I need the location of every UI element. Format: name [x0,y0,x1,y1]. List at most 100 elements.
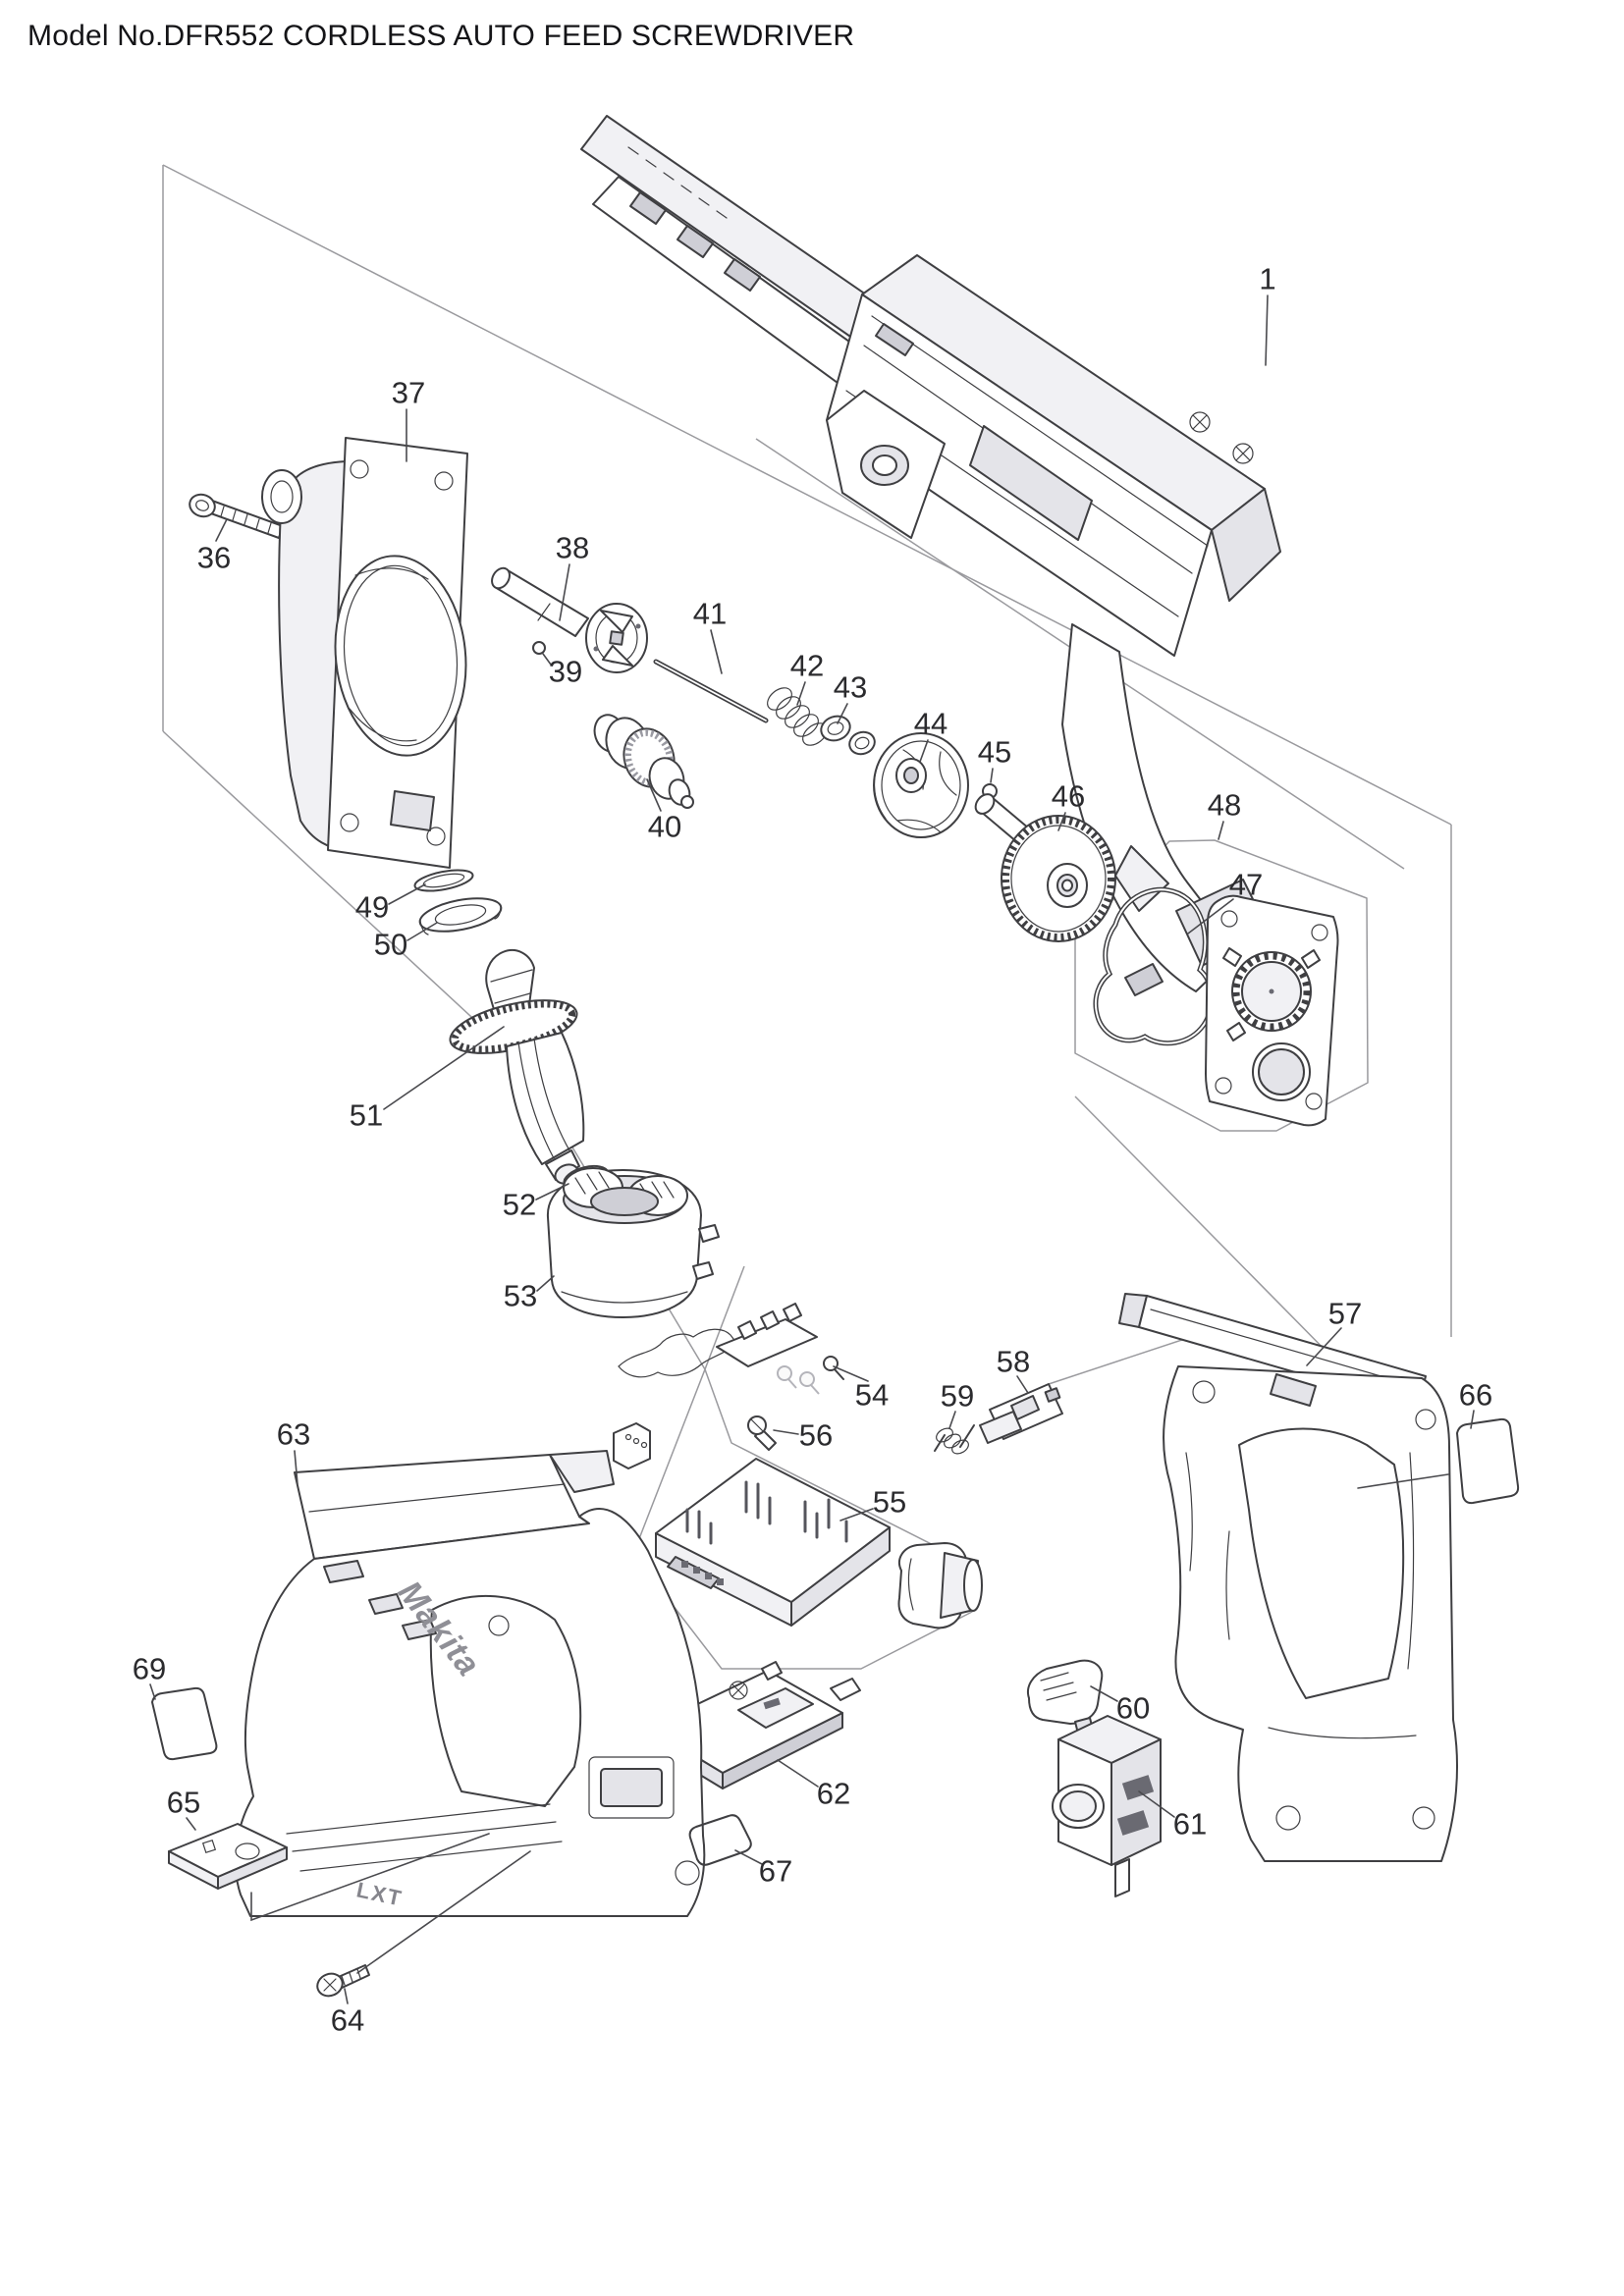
part-drawing-61-switch [1052,1715,1162,1897]
leader-line-53 [536,1275,555,1292]
part-drawing-51-armature [449,949,585,1185]
leader-line-59 [948,1411,956,1429]
leader-line-38 [559,563,570,621]
leader-line-66 [1470,1410,1475,1429]
part-drawing-43-washers [820,715,876,756]
leader-line-64 [356,1850,531,1974]
part-drawing-69-label [151,1686,218,1761]
part-drawing-41-pin [653,659,769,723]
leader-line-47 [1187,898,1234,934]
leader-line-65 [186,1817,196,1831]
part-drawing-56-screw [747,1415,777,1451]
part-label-51: 51 [350,1098,383,1133]
leader-line-36 [215,518,228,542]
panel-line [704,1265,745,1370]
part-drawing-42-spring [767,687,828,746]
part-drawing-connector-block [613,1422,651,1469]
part-drawing-54-screws [777,1356,844,1395]
part-drawing-59-spring [934,1424,975,1455]
part-label-47: 47 [1229,868,1263,902]
leader-line-67 [734,1849,763,1865]
leader-line-50 [406,922,438,941]
leader-line-60 [1090,1685,1118,1702]
part-label-42: 42 [790,649,824,683]
part-drawing-49-washer [413,869,474,892]
part-label-37: 37 [392,376,425,410]
part-drawing-67-label [688,1814,752,1866]
part-label-46: 46 [1052,779,1085,814]
part-label-38: 38 [556,531,589,565]
part-drawing-57-housing-right [1118,1293,1458,1862]
part-number-labels: 1363738394041424344454647484950515253545… [133,262,1492,2038]
leader-line-49 [388,883,426,905]
leader-line-43 [837,703,848,724]
leader-line-41 [710,629,723,674]
leader-line-55 [839,1508,874,1522]
part-label-67: 67 [759,1854,792,1889]
part-drawing-53-field [546,1167,720,1318]
leader-lines [149,294,1475,2004]
part-label-61: 61 [1173,1807,1207,1842]
part-label-57: 57 [1328,1297,1362,1331]
part-label-56: 56 [799,1418,833,1453]
panel-line [162,730,524,1066]
part-drawing-58-latch [979,1383,1063,1444]
part-drawing-40-clutch [593,714,694,809]
part-label-1: 1 [1259,262,1275,296]
leader-line-1 [1265,294,1269,366]
leader-line-42 [796,681,806,706]
part-drawing-39-ball [532,641,546,655]
part-label-39: 39 [549,655,582,689]
part-drawing-37-gear-housing [261,437,468,869]
part-drawing-50-bearing [418,897,503,935]
part-drawing-1-feeder-assembly [580,115,1281,996]
leader-line-52 [535,1183,569,1201]
leader-line-63 [294,1450,298,1485]
part-drawing-65-cover [168,1823,288,1890]
part-label-69: 69 [133,1652,166,1686]
leader-line-66 [1357,1473,1449,1489]
leader-line-58 [1016,1375,1029,1394]
part-label-43: 43 [834,670,867,705]
part-label-40: 40 [648,810,681,844]
leader-line-48 [1218,821,1224,840]
leader-line-54 [833,1365,869,1382]
panel-line [162,164,1452,826]
leader-line-61 [1138,1790,1175,1818]
page-title: Model No.DFR552 CORDLESS AUTO FEED SCREW… [27,20,855,52]
part-label-66: 66 [1459,1378,1492,1413]
leader-line-56 [773,1429,799,1435]
leader-line-65 [250,1833,490,1922]
part-label-53: 53 [504,1279,537,1313]
leader-line-40 [646,778,662,812]
part-drawing-48-bearing-retainer [1205,894,1339,1127]
part-label-45: 45 [978,735,1011,770]
leader-line-51 [383,1026,505,1110]
part-drawing-66-label [1456,1417,1520,1505]
leader-line-62 [777,1759,819,1788]
leader-line-46 [1057,812,1066,831]
part-label-65: 65 [167,1786,200,1820]
part-label-62: 62 [817,1777,850,1811]
part-label-44: 44 [914,707,947,741]
leader-line-39 [542,653,552,666]
leader-line-45 [990,768,994,783]
part-drawing-55-controller [655,1458,983,1629]
part-drawing-46-gear [974,793,1116,942]
part-label-48: 48 [1208,788,1241,823]
part-drawing-44-cam [873,732,969,838]
part-label-49: 49 [355,890,389,925]
part-label-41: 41 [693,597,727,631]
screw-cross-icon [1189,411,1254,464]
part-drawing-47-o-ring [1093,886,1215,1046]
part-drawing-brush-plate [618,1303,818,1378]
leader-line-69 [149,1683,156,1700]
part-label-54: 54 [855,1378,889,1413]
part-label-59: 59 [941,1379,974,1414]
part-label-52: 52 [503,1188,536,1222]
part-label-55: 55 [873,1485,906,1520]
part-label-50: 50 [374,928,407,962]
leader-line-44 [919,739,929,763]
